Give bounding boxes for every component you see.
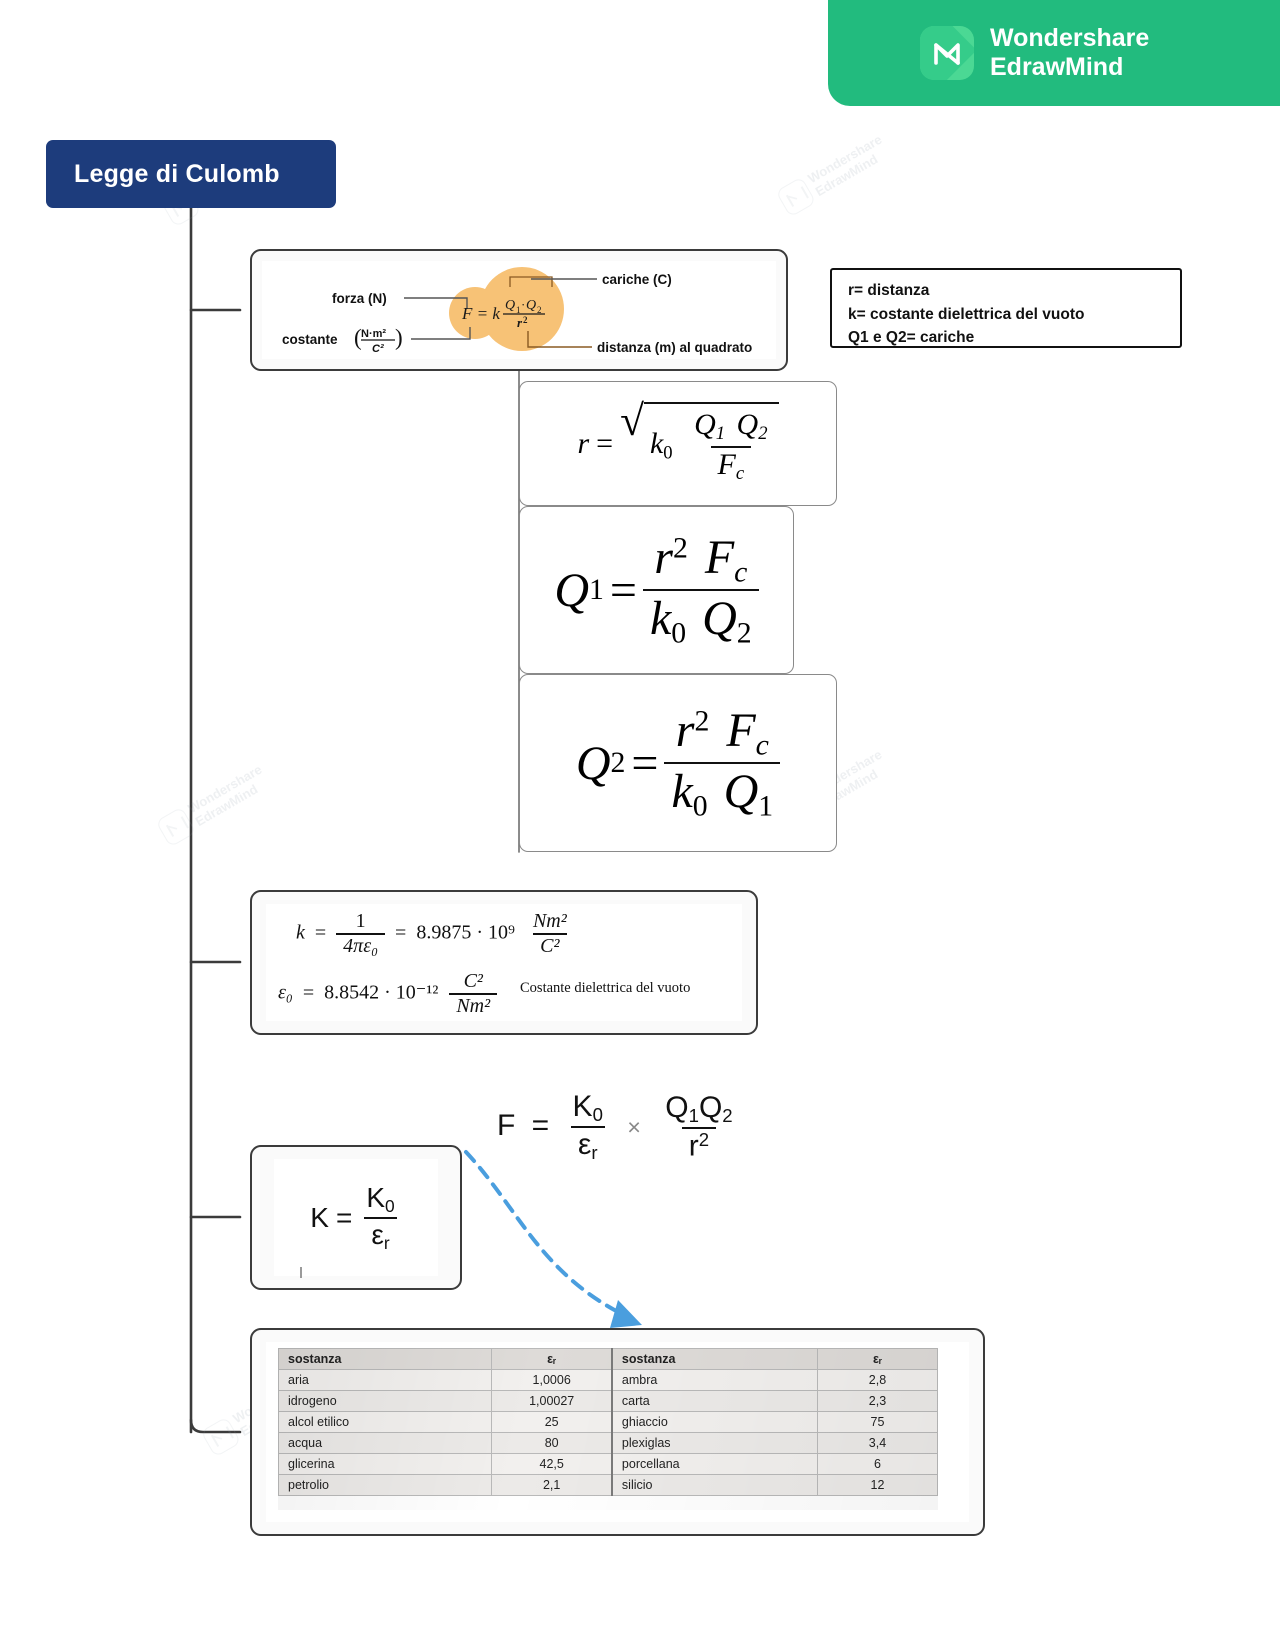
root-node-title: Legge di Culomb	[74, 159, 280, 188]
svg-text:cariche (C): cariche (C)	[602, 272, 672, 287]
cell-sostanza-left: alcol etilico	[277, 1411, 493, 1433]
cell-epsilon-right: 75	[817, 1411, 938, 1433]
node-formula-k[interactable]: K = K0 εr	[250, 1145, 462, 1290]
cell-sostanza-left: petrolio	[277, 1474, 493, 1496]
th-epsilon-right: εᵣ	[817, 1348, 938, 1370]
cell-sostanza-right: porcellana	[610, 1453, 818, 1475]
constants-caption: Costante dielettrica del vuoto	[520, 980, 691, 996]
legend-line-q: Q1 e Q2= cariche	[848, 329, 975, 347]
cell-sostanza-left: glicerina	[277, 1453, 493, 1475]
cell-sostanza-right: plexiglas	[610, 1432, 818, 1454]
cell-epsilon-right: 2,8	[817, 1369, 938, 1391]
legend-line-r: r= distanza	[848, 282, 930, 299]
svg-text:N·m²: N·m²	[361, 328, 386, 340]
cell-epsilon-right: 6	[817, 1453, 938, 1475]
text-caret	[300, 1267, 302, 1278]
brand-line-1: Wondershare	[990, 23, 1150, 52]
cell-epsilon-left: 42,5	[491, 1453, 613, 1475]
brand-line-2: EdrawMind	[990, 53, 1124, 81]
svg-text:·: ·	[521, 297, 525, 312]
table-header-row: sostanza εᵣ sostanza εᵣ	[277, 1348, 938, 1370]
svg-text:2: 2	[523, 315, 528, 325]
formula-f-dielectric: F = K0 εr × Q1Q2 r2	[497, 1090, 733, 1164]
cell-epsilon-right: 3,4	[817, 1432, 938, 1454]
root-node-legge-di-culomb[interactable]: Legge di Culomb	[46, 140, 336, 208]
cell-epsilon-right: 2,3	[817, 1390, 938, 1412]
svg-text:): )	[395, 325, 403, 350]
node-coulomb-diagram[interactable]: F = k Q 1 · Q 2 r 2 forza (N) costante (…	[250, 249, 788, 371]
cell-epsilon-left: 80	[491, 1432, 613, 1454]
th-epsilon-left: εᵣ	[491, 1348, 613, 1370]
node-constants[interactable]: k = 1 4πε₀ = 8.9875 · 10⁹ Nm² C² ε₀ = 8.…	[250, 890, 758, 1035]
formula-epsilon-zero: ε₀ = 8.8542 · 10⁻¹² C² Nm²	[278, 970, 498, 1018]
cell-sostanza-right: ambra	[610, 1369, 818, 1391]
svg-text:Q: Q	[505, 298, 515, 313]
svg-text:2: 2	[537, 305, 542, 315]
cell-epsilon-left: 25	[491, 1411, 613, 1433]
svg-text:Q: Q	[526, 298, 536, 313]
formula-r: r = √ k0 Q1 Q2 Fc	[520, 382, 836, 505]
cell-sostanza-right: silicio	[610, 1474, 818, 1496]
th-sostanza-left: sostanza	[277, 1348, 493, 1370]
edrawmind-logo-icon	[920, 26, 974, 80]
svg-text:F = k: F = k	[461, 304, 500, 323]
svg-text:costante: costante	[282, 332, 338, 347]
cell-epsilon-left: 2,1	[491, 1474, 613, 1496]
cell-sostanza-left: idrogeno	[277, 1390, 493, 1412]
legend-box: r= distanza k= costante dielettrica del …	[830, 268, 1182, 348]
cell-sostanza-left: aria	[277, 1369, 493, 1391]
cell-sostanza-right: ghiaccio	[610, 1411, 818, 1433]
formula-k-constant: k = 1 4πε₀ = 8.9875 · 10⁹ Nm² C²	[296, 910, 567, 957]
svg-text:r: r	[517, 315, 523, 330]
cell-epsilon-left: 1,00027	[491, 1390, 613, 1412]
svg-text:1: 1	[516, 305, 521, 315]
svg-text:distanza (m) al quadrato: distanza (m) al quadrato	[597, 340, 752, 355]
legend-line-k: k= costante dielettrica del vuoto	[848, 305, 1085, 323]
th-sostanza-right: sostanza	[610, 1348, 818, 1370]
svg-text:forza (N): forza (N)	[332, 291, 387, 306]
svg-text:(: (	[354, 325, 362, 350]
cell-epsilon-left: 1,0006	[491, 1369, 613, 1391]
formula-k: K = K0 εr	[310, 1181, 397, 1253]
svg-text:C²: C²	[372, 343, 384, 355]
node-formula-r[interactable]: r = √ k0 Q1 Q2 Fc	[519, 381, 837, 506]
wondershare-brand-badge: Wondershare EdrawMind	[828, 0, 1280, 106]
cell-sostanza-right: carta	[610, 1390, 818, 1412]
coulomb-annotated-diagram: F = k Q 1 · Q 2 r 2 forza (N) costante (…	[282, 267, 752, 355]
dashed-arrow	[464, 1150, 642, 1328]
cell-sostanza-left: acqua	[277, 1432, 493, 1454]
cell-epsilon-right: 12	[817, 1474, 938, 1496]
